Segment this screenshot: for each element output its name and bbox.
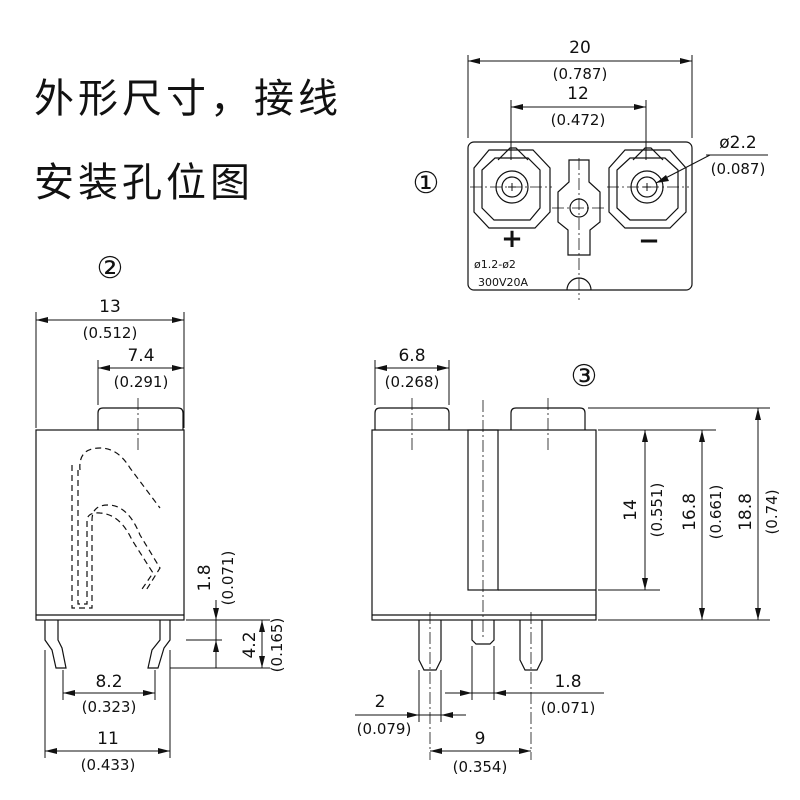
arrow [259,656,265,668]
dim-2-inch: (0.079) [357,720,412,738]
dim-9-inch: (0.354) [453,758,508,776]
view-2-pin-right [147,620,171,669]
terminal-right [607,147,689,229]
dim-1-8b-inch: (0.071) [541,699,596,717]
dim-1-8-value: 1.8 [195,564,215,591]
view-3-front: ③ 6.8 (0.268) [355,346,781,776]
dim-18-8-value: 18.8 [736,493,756,531]
arrow [642,430,648,442]
arrow [656,175,669,183]
view-2-lever [97,407,184,430]
arrow [158,748,170,754]
arrow [699,430,705,442]
minus-sign: − [638,226,660,256]
hidden-path-inner [71,465,161,609]
dim-20-value: 20 [569,38,591,58]
arrow [172,317,184,323]
plus-sign: + [501,224,523,254]
arrow [172,365,184,371]
view-1-top: ① 20 (0.787) 12 (0.472) [413,38,768,300]
arrow [407,712,419,718]
view-1-body [467,141,693,291]
arrow [259,620,265,632]
view-2-pin-left [44,620,67,669]
dim-20-inch: (0.787) [553,65,608,83]
view-3-body [371,429,597,621]
title-line-1: 外形尺寸，接线 [34,76,342,122]
view-3-pin-center [471,620,495,645]
arrow [98,365,110,371]
dim-16-8-inch: (0.661) [707,485,725,540]
dim-hole-inch: (0.087) [711,160,766,178]
dim-12-inch: (0.472) [551,111,606,129]
arrow [494,690,506,696]
arrow [642,578,648,590]
dim-8-2-value: 8.2 [95,672,122,692]
dim-4-2-inch: (0.165) [268,618,286,673]
arrow [699,608,705,620]
arrow [63,690,75,696]
dim-14-value: 14 [621,499,641,521]
dim-11-value: 11 [97,729,119,749]
arrow [680,58,692,64]
arrow [441,712,453,718]
rating-label: 300V20A [478,276,529,289]
dim-11-inch: (0.433) [81,756,136,774]
dim-7-4-inch: (0.291) [114,373,169,391]
dim-18-8-inch: (0.74) [763,489,781,534]
hidden-path-inner-2 [77,470,154,605]
dim-1-8-inch: (0.071) [219,551,237,606]
dim-16-8-value: 16.8 [680,493,700,531]
arrow [375,365,387,371]
dim-14-inch: (0.551) [648,483,666,538]
arrow [213,608,219,620]
arrow [143,690,155,696]
wire-range-label: ø1.2-ø2 [474,258,516,271]
arrow [755,608,761,620]
dim-8-2-inch: (0.323) [82,698,137,716]
hidden-path-outer [79,447,161,509]
arrow [45,748,57,754]
dim-7-4-value: 7.4 [127,346,154,366]
view-2-side: ② 13 (0.512) [35,251,286,774]
dim-2-value: 2 [375,692,386,712]
arrow [36,317,48,323]
release-lever [552,158,606,300]
dim-13-inch: (0.512) [83,324,138,342]
view-2-body [35,429,185,621]
arrow [430,748,442,754]
view-1-number: ① [413,166,440,201]
dim-4-2-value: 4.2 [240,631,260,658]
view-2-number: ② [97,251,124,286]
view-3-number: ③ [571,359,598,394]
view-3-pin-right [519,620,543,671]
dim-12-value: 12 [567,84,589,104]
arrow [634,104,646,110]
arrow [468,58,480,64]
terminal-left [470,147,552,229]
dim-hole-value: ø2.2 [719,133,756,153]
dim-9-value: 9 [475,729,486,749]
dim-13-value: 13 [99,297,121,317]
arrow [511,104,523,110]
arrow [755,408,761,420]
arrow [213,640,219,652]
dim-1-8b-value: 1.8 [554,672,581,692]
arrow [460,690,472,696]
dim-6-8-inch: (0.268) [385,373,440,391]
dim-6-8-value: 6.8 [398,346,425,366]
arrow [519,748,531,754]
title-line-2: 安装孔位图 [34,160,254,206]
arrow [437,365,449,371]
view-3-pin-left [418,620,442,671]
